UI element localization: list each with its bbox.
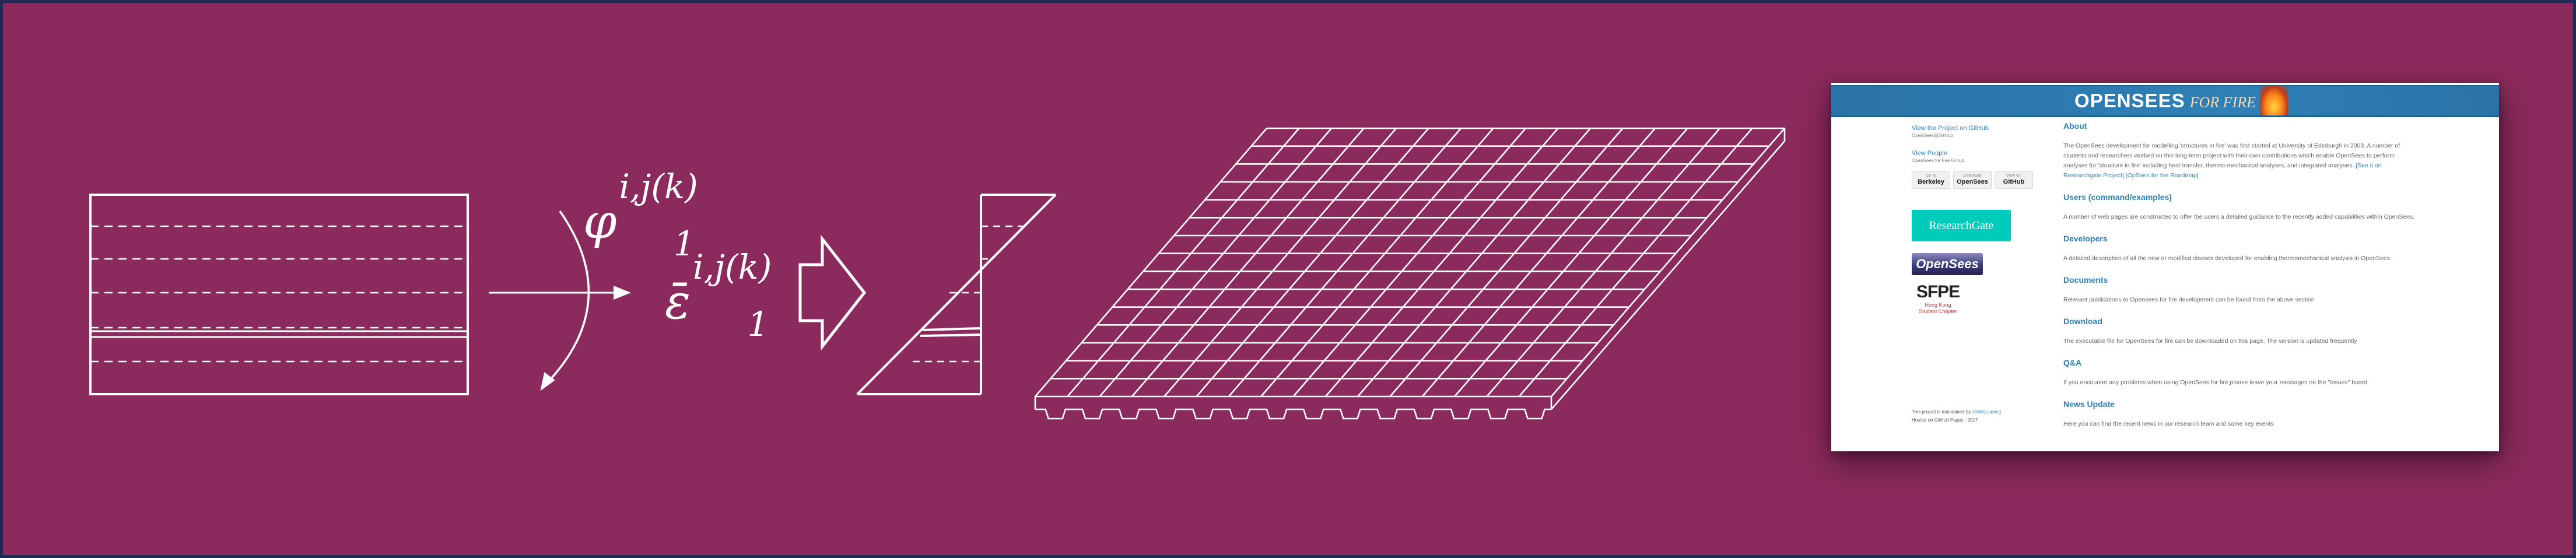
section-title[interactable]: Documents — [2063, 275, 2419, 285]
section-title[interactable]: Q&A — [2063, 358, 2419, 367]
mapping-arrow-head — [614, 286, 631, 300]
opensees-logo[interactable]: OpenSees — [1912, 253, 1983, 275]
view-people-sub: OpenSees for Fire Group — [1912, 158, 2052, 163]
sidebar: View the Project on GitHub OpenSees@GitH… — [1912, 125, 2052, 315]
slab-mesh — [1035, 128, 1785, 419]
section-title[interactable]: Developers — [2063, 234, 2419, 243]
site-header: OPENSEESFOR FIRE — [1831, 85, 2499, 117]
opensees-website-screenshot: OPENSEESFOR FIRE View the Project on Git… — [1831, 83, 2499, 451]
flame-icon — [2260, 86, 2288, 115]
rotation-arrow-head — [541, 373, 554, 389]
strain-profile — [857, 195, 1056, 394]
section-developers: Developers A detailed description of all… — [2063, 234, 2419, 264]
site-credits: This project is maintained by JIANG Limi… — [1912, 408, 2052, 424]
author-link[interactable]: JIANG Liming — [1972, 409, 2001, 415]
section-documents: Documents Relevant publications to Opens… — [2063, 275, 2419, 305]
section-title[interactable]: Download — [2063, 317, 2419, 326]
rotation-arrow — [545, 211, 588, 385]
github-button[interactable]: View OnGitHub — [1995, 171, 2033, 189]
sfpe-logo[interactable]: SFPE Hong Kong Student Chapter — [1912, 282, 1964, 315]
project-github-link[interactable]: View the Project on GitHub — [1912, 125, 2052, 132]
berkeley-button[interactable]: Go ToBerkeley — [1912, 171, 1950, 189]
section-news: News Update Here you can find the recent… — [2063, 399, 2419, 429]
download-buttons: Go ToBerkeley DownloadOpenSees View OnGi… — [1912, 171, 2052, 189]
download-opensees-button[interactable]: DownloadOpenSees — [1953, 171, 1992, 189]
section-qa: Q&A If you encounter any problems when u… — [2063, 358, 2419, 388]
section-users: Users (command/examples) A number of web… — [2063, 192, 2419, 222]
main-content: About The OpenSees development for model… — [2063, 121, 2419, 441]
researchgate-button[interactable]: ResearchGate — [1912, 210, 2011, 241]
section-about: About The OpenSees development for model… — [2063, 121, 2419, 181]
section-title[interactable]: About — [2063, 121, 2419, 131]
section-title[interactable]: News Update — [2063, 399, 2419, 409]
section-title[interactable]: Users (command/examples) — [2063, 192, 2419, 202]
project-github-sub: OpenSees@GitHub — [1912, 133, 2052, 138]
strain-symbol: ε̄i,j(k)1 — [665, 279, 791, 327]
section-download: Download The executable file for OpenSee… — [2063, 317, 2419, 346]
curvature-symbol: φi,j(k)1 — [583, 198, 717, 246]
view-people-link[interactable]: View People — [1912, 150, 2052, 157]
section-fiber-lines — [90, 226, 468, 362]
transfer-arrow — [800, 239, 864, 346]
beam-section-box — [90, 195, 468, 394]
site-brand[interactable]: OPENSEESFOR FIRE — [2074, 90, 2256, 112]
